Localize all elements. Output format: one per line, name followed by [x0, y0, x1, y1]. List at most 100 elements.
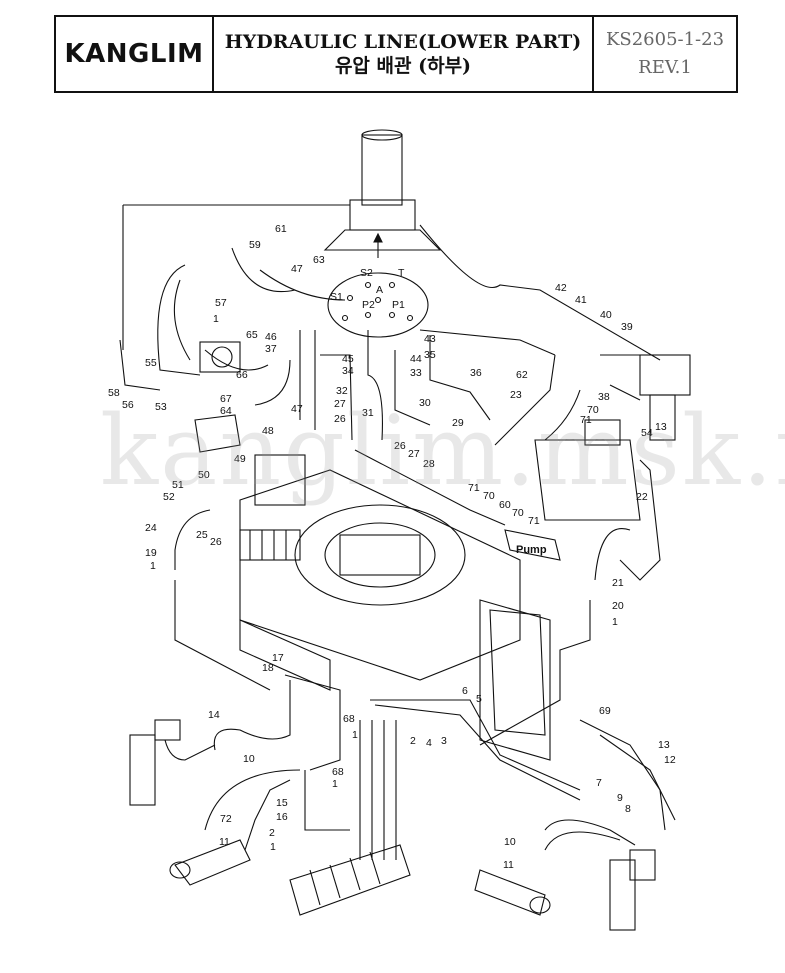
callout-9: 9 — [617, 792, 623, 804]
title-korean: 유압 배관 (하부) — [334, 55, 472, 77]
upper-frame — [239, 454, 551, 761]
callout-60: 60 — [499, 499, 511, 511]
callout-42: 42 — [555, 282, 567, 294]
callout-2: 2 — [410, 735, 416, 747]
callout-16: 16 — [276, 811, 288, 823]
callout-14: 14 — [208, 709, 220, 721]
callout-58: 58 — [108, 387, 120, 399]
callout-1: 1 — [150, 560, 156, 572]
control-valve — [239, 529, 301, 561]
callout-1: 1 — [270, 841, 276, 853]
port-plate: S2 T S1 A P2 P1 — [327, 267, 429, 338]
kanglim-logo: KANGLIM — [56, 17, 214, 91]
callout-13: 13 — [655, 421, 667, 433]
callout-70: 70 — [483, 490, 495, 502]
callout-12: 12 — [664, 754, 676, 766]
callout-2: 2 — [269, 827, 275, 839]
callout-20: 20 — [612, 600, 624, 612]
callout-38: 38 — [598, 391, 610, 403]
callout-25: 25 — [196, 529, 208, 541]
document-number: KS2605-1-23 — [605, 29, 725, 50]
outrigger-cylinder-left — [129, 719, 181, 806]
callout-1: 1 — [332, 778, 338, 790]
callout-71: 71 — [528, 515, 540, 527]
callout-47: 47 — [291, 263, 303, 275]
callout-41: 41 — [575, 294, 587, 306]
callout-68: 68 — [332, 766, 344, 778]
callout-70: 70 — [512, 507, 524, 519]
callout-68: 68 — [343, 713, 355, 725]
callout-43: 43 — [424, 333, 436, 345]
document-number-block: KS2605-1-23 REV.1 — [594, 17, 736, 91]
swivel-joint — [323, 129, 442, 258]
callout-67: 67 — [220, 393, 232, 405]
callout-44: 44 — [410, 353, 422, 365]
callout-47: 47 — [291, 403, 303, 415]
port-label-s2: S2 — [360, 267, 373, 279]
callout-32: 32 — [336, 385, 348, 397]
callout-55: 55 — [145, 357, 157, 369]
title-english: HYDRAULIC LINE(LOWER PART) — [224, 31, 582, 53]
callout-54: 54 — [641, 427, 653, 439]
callout-5: 5 — [476, 693, 482, 705]
callout-22: 22 — [636, 491, 648, 503]
lower-control-valve — [289, 844, 411, 916]
callout-48: 48 — [262, 425, 274, 437]
callout-64: 64 — [220, 405, 232, 417]
callout-45: 45 — [342, 353, 354, 365]
callout-26: 26 — [210, 536, 222, 548]
callout-1: 1 — [352, 729, 358, 741]
callout-36: 36 — [470, 367, 482, 379]
callout-72: 72 — [220, 813, 232, 825]
callout-10: 10 — [504, 836, 516, 848]
callout-56: 56 — [122, 399, 134, 411]
revision-label: REV.1 — [638, 57, 692, 78]
callout-31: 31 — [362, 407, 374, 419]
callout-51: 51 — [172, 479, 184, 491]
callout-8: 8 — [625, 803, 631, 815]
callout-29: 29 — [452, 417, 464, 429]
callout-21: 21 — [612, 577, 624, 589]
callout-26: 26 — [394, 440, 406, 452]
callout-19: 19 — [145, 547, 157, 559]
callout-69: 69 — [599, 705, 611, 717]
callout-13: 13 — [658, 739, 670, 751]
callout-35: 35 — [424, 349, 436, 361]
port-label-t: T — [398, 267, 405, 279]
callout-28: 28 — [423, 458, 435, 470]
callout-15: 15 — [276, 797, 288, 809]
port-label-p1: P1 — [392, 299, 405, 311]
outrigger-box-right — [474, 869, 551, 916]
callout-39: 39 — [621, 321, 633, 333]
callout-4: 4 — [426, 737, 432, 749]
callout-37: 37 — [265, 343, 277, 355]
callout-10: 10 — [243, 753, 255, 765]
callout-65: 65 — [246, 329, 258, 341]
callout-33: 33 — [410, 367, 422, 379]
cylinder-right-top — [639, 354, 691, 441]
callout-11: 11 — [503, 859, 514, 871]
port-label-p2: P2 — [362, 299, 375, 311]
callout-61: 61 — [275, 223, 287, 235]
callout-49: 49 — [234, 453, 246, 465]
callout-24: 24 — [145, 522, 157, 534]
title-block: KANGLIM HYDRAULIC LINE(LOWER PART) 유압 배관… — [54, 15, 738, 93]
callout-18: 18 — [262, 662, 274, 674]
callout-66: 66 — [236, 369, 248, 381]
callout-40: 40 — [600, 309, 612, 321]
drawing-title: HYDRAULIC LINE(LOWER PART) 유압 배관 (하부) — [214, 17, 594, 91]
watermark-text: kanglim.msk.ru — [100, 395, 785, 507]
outrigger-box-left — [169, 839, 251, 886]
callout-1: 1 — [213, 313, 219, 325]
callout-59: 59 — [249, 239, 261, 251]
callout-71: 71 — [468, 482, 480, 494]
callout-50: 50 — [198, 469, 210, 481]
callout-52: 52 — [163, 491, 175, 503]
pump-box: Pump — [504, 529, 561, 561]
callout-30: 30 — [419, 397, 431, 409]
callout-27: 27 — [408, 448, 420, 460]
hydraulic-tank — [534, 419, 641, 521]
callout-1: 1 — [612, 616, 618, 628]
